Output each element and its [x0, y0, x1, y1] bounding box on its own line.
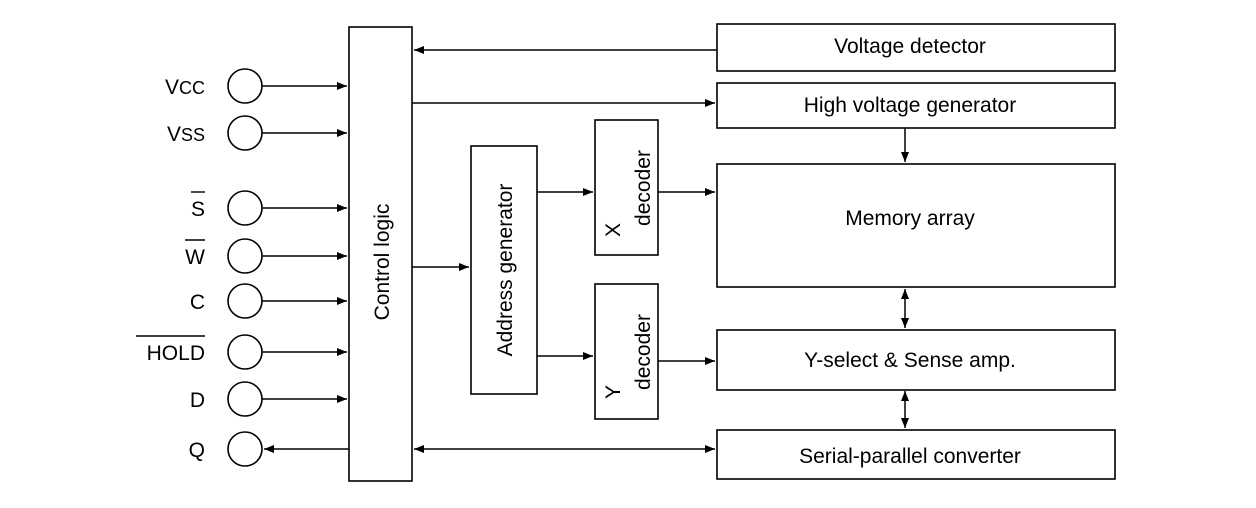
pin-vcc-terminal — [227, 68, 263, 104]
pin-s-label: S — [191, 198, 205, 221]
high-voltage-generator-block — [716, 82, 1116, 129]
y-select-sense-amp-block — [716, 329, 1116, 391]
y-decoder-label-line2: decoder — [632, 314, 655, 390]
control-logic-label: Control logic — [371, 204, 394, 321]
pin-vcc-label-sub: CC — [179, 78, 205, 98]
control-logic-block — [348, 26, 413, 482]
memory-array-block — [716, 163, 1116, 288]
pin-w-label: W — [185, 246, 205, 269]
y-decoder-label-line1: Y — [602, 385, 625, 399]
pin-q-label: Q — [189, 439, 205, 462]
voltage-detector-label: Voltage detector — [834, 35, 986, 58]
voltage-detector-block — [716, 23, 1116, 72]
pin-hold-terminal — [227, 334, 263, 370]
pin-vcc-label-main: V — [165, 76, 179, 99]
pin-vss-label-sub: SS — [181, 125, 205, 145]
pin-vss-label: VSS — [167, 123, 205, 146]
y-select-sense-amp-label: Y-select & Sense amp. — [804, 349, 1016, 372]
pin-c-terminal — [227, 283, 263, 319]
pin-vss-terminal — [227, 115, 263, 151]
pin-q-terminal — [227, 431, 263, 467]
serial-parallel-converter-block — [716, 429, 1116, 480]
x-decoder-label-line1: X — [602, 223, 625, 237]
x-decoder-label-line2: decoder — [632, 150, 655, 226]
pin-vcc-label: VCC — [165, 76, 205, 99]
high-voltage-generator-label: High voltage generator — [804, 94, 1016, 117]
pin-c-label: C — [190, 291, 205, 314]
serial-parallel-converter-label: Serial-parallel converter — [799, 445, 1021, 468]
address-generator-label: Address generator — [494, 184, 517, 357]
pin-w-terminal — [227, 238, 263, 274]
memory-array-label: Memory array — [845, 207, 975, 230]
pin-vss-label-main: V — [167, 123, 181, 146]
pin-hold-label: HOLD — [147, 342, 205, 365]
x-decoder-block — [594, 119, 659, 256]
pin-d-terminal — [227, 381, 263, 417]
y-decoder-block — [594, 283, 659, 420]
address-generator-block — [470, 145, 538, 395]
pin-d-label: D — [190, 389, 205, 412]
pin-s-terminal — [227, 190, 263, 226]
